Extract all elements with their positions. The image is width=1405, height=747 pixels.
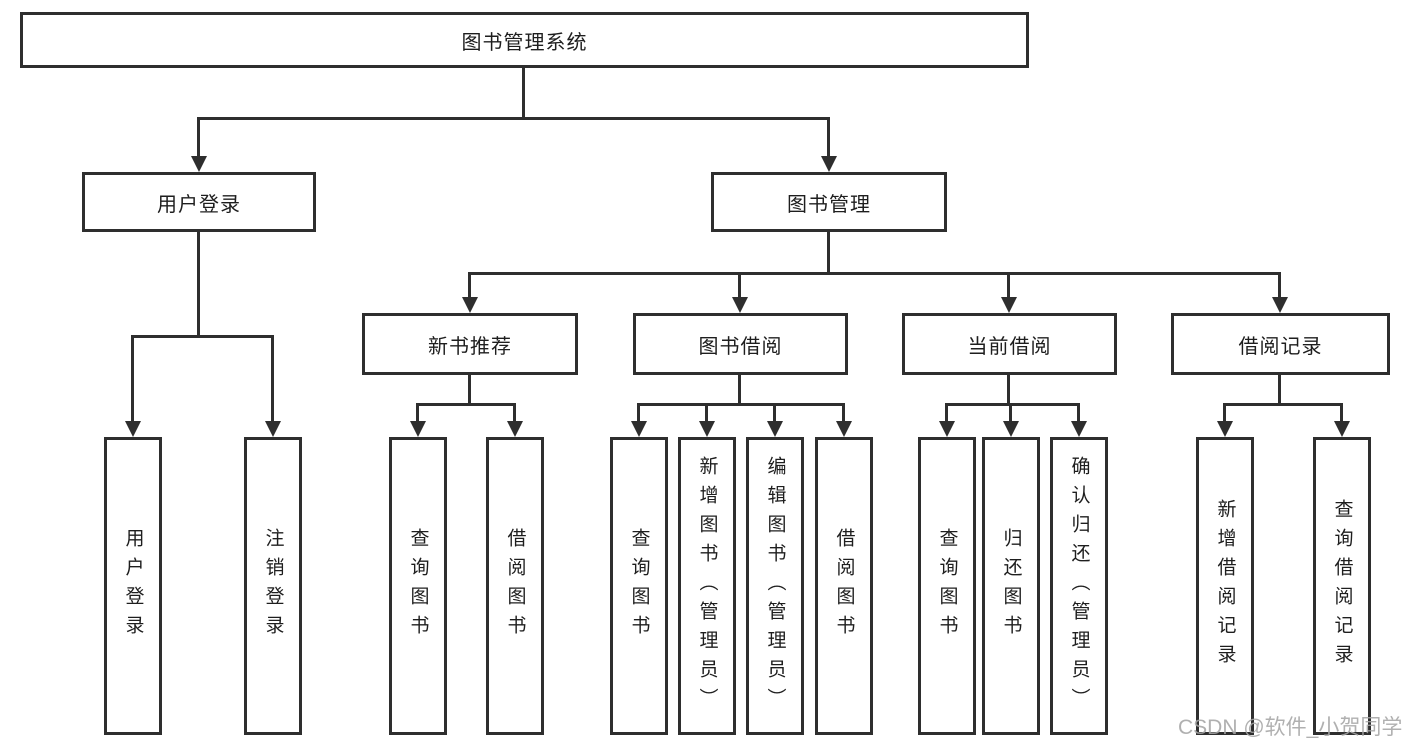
leaf-edit-book-admin: 编辑图书（管理员） (746, 437, 804, 735)
arrow-down-icon (1003, 421, 1019, 437)
node-borrow-records: 借阅记录 (1171, 313, 1390, 375)
leaf-borrow-books-borrow: 借阅图书 (815, 437, 873, 735)
node-label: 查询图书 (628, 528, 650, 644)
arrow-down-icon (699, 421, 715, 437)
node-new-book-recommend: 新书推荐 (362, 313, 578, 375)
connector-vline (197, 117, 200, 159)
connector-vline (1278, 375, 1281, 406)
connector-vline (842, 403, 845, 425)
connector-hline (1223, 403, 1343, 406)
connector-vline (738, 375, 741, 406)
node-label: 查询借阅记录 (1331, 499, 1353, 673)
connector-vline (197, 232, 200, 338)
arrow-down-icon (265, 421, 281, 437)
leaf-user-login: 用户登录 (104, 437, 162, 735)
connector-vline (271, 335, 274, 423)
leaf-borrow-books-recommend: 借阅图书 (486, 437, 544, 735)
node-label: 图书管理系统 (461, 31, 588, 54)
watermark: CSDN @软件_小贺同学 (1178, 716, 1403, 739)
node-label: 注销登录 (262, 528, 284, 644)
node-label: 新书推荐 (428, 335, 512, 358)
connector-vline (468, 375, 471, 406)
connector-vline (827, 117, 830, 159)
arrow-down-icon (767, 421, 783, 437)
connector-vline (1278, 272, 1281, 300)
connector-hline (637, 403, 845, 406)
node-user-login: 用户登录 (82, 172, 316, 232)
arrow-down-icon (410, 421, 426, 437)
connector-vline (827, 232, 830, 275)
connector-hline (197, 117, 830, 120)
node-label: 用户登录 (122, 528, 144, 644)
node-label: 查询图书 (407, 528, 429, 644)
arrow-down-icon (821, 156, 837, 172)
node-label: 查询图书 (936, 528, 958, 644)
connector-vline (131, 335, 134, 423)
node-book-borrow: 图书借阅 (633, 313, 848, 375)
leaf-query-books-borrow: 查询图书 (610, 437, 668, 735)
connector-vline (738, 272, 741, 300)
connector-vline (1009, 403, 1012, 425)
arrow-down-icon (836, 421, 852, 437)
connector-vline (945, 403, 948, 425)
leaf-confirm-return-admin: 确认归还（管理员） (1050, 437, 1108, 735)
node-label: 当前借阅 (967, 335, 1052, 358)
node-label: 借阅记录 (1238, 335, 1323, 358)
connector-vline (513, 403, 516, 425)
connector-vline (468, 272, 471, 300)
leaf-query-books-current: 查询图书 (918, 437, 976, 735)
arrow-down-icon (462, 297, 478, 313)
node-label: 图书管理 (787, 193, 871, 216)
connector-hline (131, 335, 274, 338)
node-book-mgmt: 图书管理 (711, 172, 947, 232)
leaf-query-books-recommend: 查询图书 (389, 437, 447, 735)
arrow-down-icon (1217, 421, 1233, 437)
arrow-down-icon (191, 156, 207, 172)
connector-vline (1007, 375, 1010, 406)
leaf-logout: 注销登录 (244, 437, 302, 735)
node-label: 用户登录 (157, 193, 241, 216)
arrow-down-icon (1272, 297, 1288, 313)
node-root: 图书管理系统 (20, 12, 1029, 68)
arrow-down-icon (507, 421, 523, 437)
arrow-down-icon (631, 421, 647, 437)
node-current-borrow: 当前借阅 (902, 313, 1117, 375)
connector-vline (1077, 403, 1080, 425)
node-label: 归还图书 (1000, 528, 1022, 644)
leaf-return-book: 归还图书 (982, 437, 1040, 735)
connector-vline (637, 403, 640, 425)
node-label: 确认归还（管理员） (1068, 455, 1090, 717)
arrow-down-icon (939, 421, 955, 437)
arrow-down-icon (1001, 297, 1017, 313)
connector-vline (416, 403, 419, 425)
connector-vline (1340, 403, 1343, 425)
leaf-add-book-admin: 新增图书（管理员） (678, 437, 736, 735)
arrow-down-icon (732, 297, 748, 313)
connector-vline (705, 403, 708, 425)
node-label: 新增借阅记录 (1214, 499, 1236, 673)
leaf-add-borrow-record: 新增借阅记录 (1196, 437, 1254, 735)
node-label: 借阅图书 (504, 528, 526, 644)
connector-vline (1007, 272, 1010, 300)
arrow-down-icon (1334, 421, 1350, 437)
arrow-down-icon (1071, 421, 1087, 437)
node-label: 图书借阅 (698, 335, 783, 358)
connector-vline (522, 68, 525, 118)
connector-vline (1223, 403, 1226, 425)
connector-vline (773, 403, 776, 425)
leaf-query-borrow-record: 查询借阅记录 (1313, 437, 1371, 735)
node-label: 新增图书（管理员） (696, 455, 718, 717)
node-label: 编辑图书（管理员） (764, 455, 786, 717)
node-label: 借阅图书 (833, 528, 855, 644)
connector-hline (468, 272, 1281, 275)
connector-hline (945, 403, 1080, 406)
connector-hline (416, 403, 516, 406)
arrow-down-icon (125, 421, 141, 437)
